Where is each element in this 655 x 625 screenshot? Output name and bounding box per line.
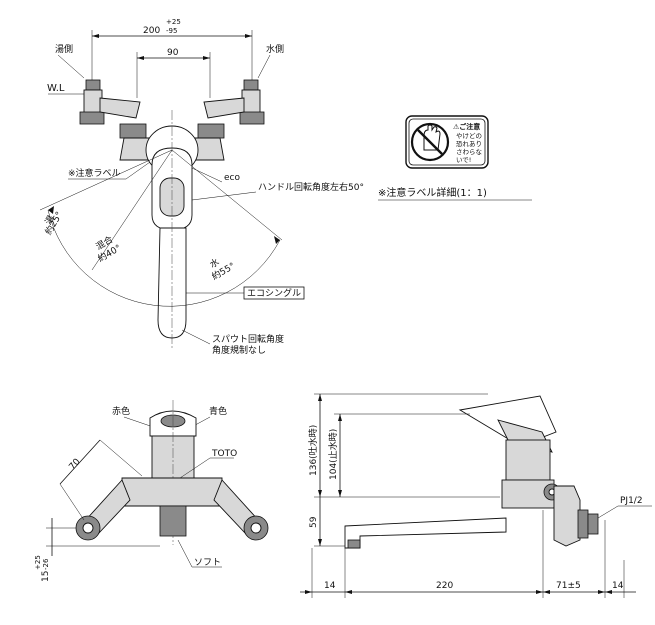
- dim-200-tol-up: +25: [166, 18, 181, 26]
- right-arm: [203, 97, 245, 119]
- sticker-line-2: 恐れあり: [456, 140, 482, 148]
- water-level-label: W.L: [47, 83, 65, 94]
- spout-rotation-callout-1: スパウト回転角度: [212, 333, 284, 345]
- dim-90-text: 90: [167, 48, 179, 58]
- left-union: [119, 123, 147, 139]
- right-inlet-nut: [239, 111, 265, 125]
- sticker-line-3: さわらな: [456, 148, 483, 156]
- front-body: [121, 477, 223, 507]
- top-view: 200 +25 -95 90 湯側 水側 W.L: [39, 18, 364, 356]
- sticker-line-4: いで!: [456, 156, 471, 164]
- red-label: 赤色: [112, 405, 130, 417]
- side-wall-arm: [553, 485, 581, 547]
- side-view: 136(吐水時) 104(止水時) 59 14 220 71±5 14 PJ1/…: [300, 393, 652, 598]
- dim-15-tol-up: +25: [34, 555, 42, 570]
- cold-side-label: 水側: [266, 43, 284, 55]
- handle-angle-callout: ハンドル回転角度左右50°: [258, 181, 364, 193]
- caution-label-callout: ※注意ラベル: [68, 167, 121, 179]
- blue-label: 青色: [209, 405, 227, 417]
- label-detail-caption: ※注意ラベル詳細(1：1): [378, 186, 487, 199]
- dim-14-left-text: 14: [324, 581, 336, 591]
- right-inlet-cap: [243, 79, 259, 91]
- dim-14-right-text: 14: [612, 581, 624, 591]
- side-cartridge: [505, 439, 551, 481]
- dim-200-tol-down: -95: [166, 27, 177, 35]
- dim-15-text: 15: [41, 571, 51, 582]
- eco-single-label: エコシングル: [247, 287, 301, 299]
- eco-callout: eco: [224, 173, 240, 183]
- pj-label: PJ1/2: [620, 496, 643, 506]
- dim-59-text: 59: [309, 516, 319, 528]
- left-inlet-cap: [85, 79, 101, 91]
- left-arm: [99, 97, 141, 119]
- front-view: 赤色 青色 TOTO 70 ソフト 15 +25 -: [34, 400, 269, 582]
- dim-200-text: 200: [143, 26, 160, 36]
- dim-line-70: [59, 439, 101, 485]
- dim-70-text: 70: [68, 457, 83, 472]
- dim-104-text: 104(止水時): [327, 429, 339, 480]
- sticker-title: ⚠ご注意: [453, 122, 480, 131]
- hot-side-label: 湯側: [55, 43, 73, 55]
- soft-label: ソフト: [194, 558, 221, 568]
- toto-label: TOTO: [211, 449, 237, 459]
- sticker-line-1: やけどの: [456, 132, 482, 140]
- right-union: [197, 123, 225, 139]
- dim-220-text: 220: [436, 581, 453, 591]
- front-spout-base: [159, 505, 187, 537]
- dim-136-text: 136(吐水時): [307, 425, 319, 476]
- side-wall-union: [587, 513, 599, 535]
- dim-71-text: 71±5: [556, 581, 581, 591]
- caution-sticker-detail: ⚠ご注意 やけどの 恐れあり さわらな いで! ※注意ラベル詳細(1：1): [378, 115, 532, 201]
- hand-icon: [423, 124, 441, 151]
- side-spout: [344, 517, 507, 549]
- dim-15-tol-down: -26: [42, 558, 50, 570]
- left-inlet-nut: [79, 111, 105, 125]
- spout-rotation-callout-2: 角度規制なし: [212, 344, 266, 356]
